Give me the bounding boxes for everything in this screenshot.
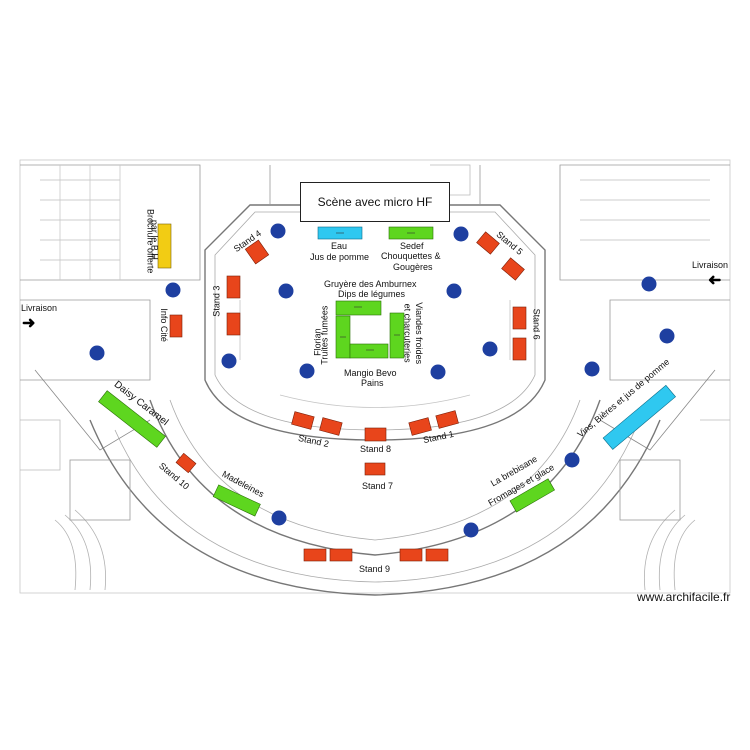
- table-info-cite: [169, 314, 183, 338]
- pillar-dot: [89, 345, 105, 361]
- stand-3-label: Stand 3: [211, 285, 222, 317]
- table-stand-1a: [408, 417, 432, 436]
- table-stand-8: [364, 427, 387, 442]
- arrow-right-icon: ➜: [22, 315, 36, 332]
- table-stand-7: [364, 462, 386, 476]
- info-cite-label: Info Cité: [158, 308, 169, 342]
- eau-label: Eau: [331, 241, 348, 251]
- table-stand-6a: [512, 306, 527, 330]
- table-stand-3a: [226, 275, 241, 299]
- table-stand-2a: [291, 411, 315, 430]
- stand-7-label: Stand 7: [362, 481, 394, 491]
- table-stand-9a: [303, 548, 327, 562]
- table-daisy: [98, 390, 166, 448]
- pillar-dot: [482, 341, 498, 357]
- sedef-label: Sedef: [400, 241, 424, 251]
- pillar-dot: [659, 328, 675, 344]
- table-brochure: [157, 223, 172, 269]
- pillar-dot: [446, 283, 462, 299]
- gougeres-label: Gougères: [393, 262, 433, 272]
- charcuteries-label: et charcuteries: [402, 303, 413, 363]
- pillar-dot: [165, 282, 181, 298]
- gruyere-label: Gruyère des Amburnex: [324, 279, 417, 289]
- viandes-label: Viandes froides: [414, 302, 425, 365]
- livraison-right-label: Livraison: [692, 260, 729, 270]
- table-stand-5b: [501, 257, 525, 281]
- arrow-left-icon: ➜: [708, 272, 722, 289]
- stand-9-label: Stand 9: [359, 564, 391, 574]
- table-stand-2b: [319, 417, 343, 436]
- pains-label: Pains: [361, 378, 384, 388]
- pillar-dot: [299, 363, 315, 379]
- table-stand-9c: [399, 548, 423, 562]
- pillar-dot: [270, 223, 286, 239]
- jus-label: Jus de pomme: [310, 252, 370, 262]
- table-vins: [602, 384, 676, 450]
- pillar-dot: [584, 361, 600, 377]
- livraison-left-label: Livraison: [21, 303, 58, 313]
- stage-label: Scène avec micro HF: [300, 182, 450, 222]
- table-dashes: [336, 232, 415, 351]
- pillar-dot: [221, 353, 237, 369]
- table-stand-6b: [512, 337, 527, 361]
- pillar-dot: [453, 226, 469, 242]
- table-stand-1b: [435, 410, 459, 429]
- stand-6-label: Stand 6: [531, 308, 542, 340]
- table-stand-4: [244, 239, 270, 265]
- table-stand-5a: [476, 231, 500, 255]
- pillar-dot: [271, 510, 287, 526]
- table-mangio: [349, 343, 389, 359]
- credit-text: www.archifacile.fr: [637, 590, 731, 604]
- table-brebisane: [509, 478, 555, 513]
- pillar-dot: [430, 364, 446, 380]
- par-bf-label: par le B.H.: [149, 219, 160, 263]
- dips-label: Dips de légumes: [338, 289, 406, 299]
- table-stand-10: [175, 452, 197, 474]
- stand-8-label: Stand 8: [360, 444, 392, 454]
- chouquettes-label: Chouquettes &: [381, 251, 441, 261]
- table-stand-9d: [425, 548, 449, 562]
- table-stand-3b: [226, 312, 241, 336]
- truites-label: Truites fumées: [319, 305, 330, 365]
- stand-tables: [169, 231, 527, 562]
- table-viandes: [389, 312, 405, 359]
- pillar-dots: [89, 223, 675, 538]
- table-madeleines: [212, 484, 261, 517]
- pillar-dot: [564, 452, 580, 468]
- mangio-label: Mangio Bevo: [344, 368, 397, 378]
- pillar-dot: [278, 283, 294, 299]
- pillar-dot: [641, 276, 657, 292]
- pillar-dot: [463, 522, 479, 538]
- table-stand-9b: [329, 548, 353, 562]
- table-gruyere: [335, 300, 382, 316]
